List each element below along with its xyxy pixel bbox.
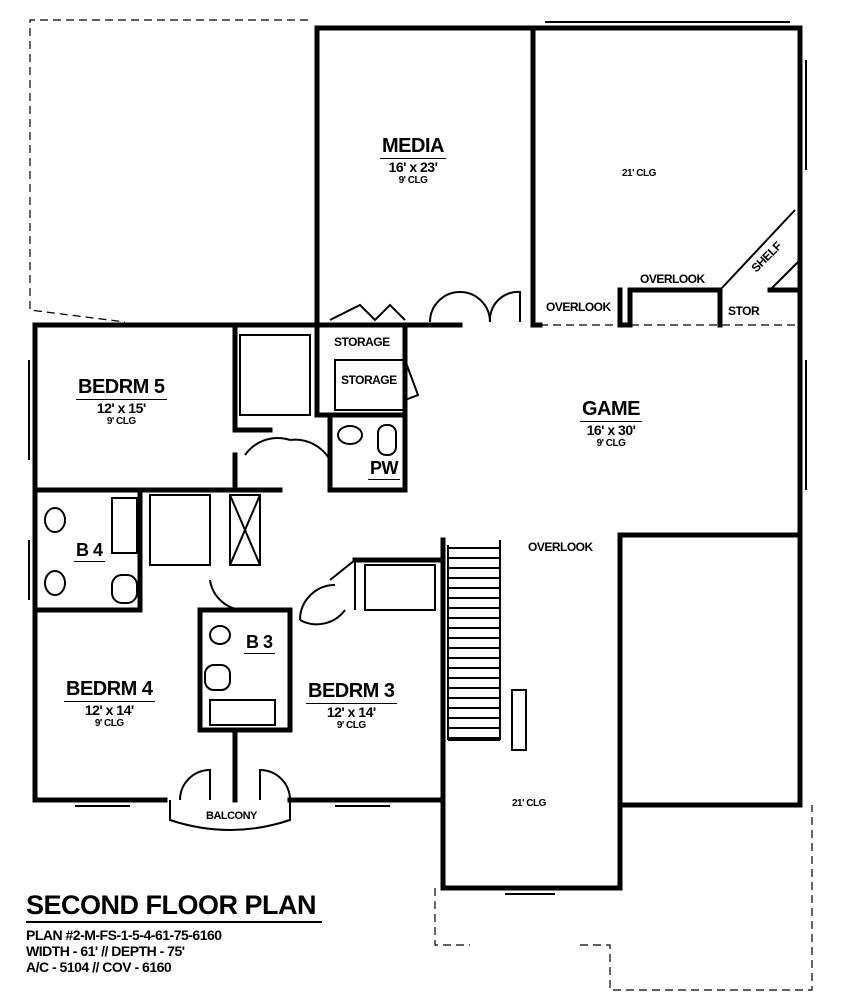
plan-area: A/C - 5104 // COV - 6160 [26,959,172,975]
storage-label-2: STORAGE [341,373,397,387]
room-ceiling: 9' CLG [596,438,626,449]
plan-title: SECOND FLOOR PLAN [26,890,323,923]
room-size: 12' x 14' [84,702,134,718]
room-name: BEDRM 3 [306,680,397,704]
room-size: 16' x 23' [388,159,438,175]
overlook-label-2: OVERLOOK [640,272,705,286]
room-media: MEDIA 16' x 23' 9' CLG [380,135,446,186]
room-name: GAME [580,398,642,422]
open-above-ceiling: 21' CLG [622,168,656,179]
room-b3: B 3 [244,632,275,654]
exterior-walls [32,25,803,891]
staircase [447,540,527,751]
room-pw: PW [368,458,400,480]
plan-dimensions: WIDTH - 61' // DEPTH - 75' [26,943,185,959]
room-bedrm5: BEDRM 5 12' x 15' 9' CLG [76,376,167,427]
room-name: BEDRM 5 [76,376,167,400]
room-game: GAME 16' x 30' 9' CLG [580,398,642,449]
room-ceiling: 9' CLG [106,416,136,427]
stor-label: STOR [728,304,760,318]
dashed-outline [29,19,813,991]
room-name: BEDRM 4 [64,678,155,702]
balcony-label: BALCONY [206,810,257,822]
interior-walls [32,25,803,803]
plan-number: PLAN #2-M-FS-1-5-4-61-75-6160 [26,927,222,943]
stair-open-ceiling: 21' CLG [512,798,546,809]
room-size: 16' x 30' [586,422,636,438]
room-size: 12' x 15' [96,400,146,416]
room-ceiling: 9' CLG [94,718,124,729]
room-b4: B 4 [74,540,105,562]
fixtures-and-doors [44,209,801,831]
overlook-label-3: OVERLOOK [528,540,593,554]
overlook-label-1: OVERLOOK [546,300,611,314]
room-size: 12' x 14' [326,704,376,720]
windows [28,21,807,895]
room-bedrm3: BEDRM 3 12' x 14' 9' CLG [306,680,397,731]
room-ceiling: 9' CLG [336,720,366,731]
storage-label-1: STORAGE [334,335,390,349]
room-ceiling: 9' CLG [398,175,428,186]
room-bedrm4: BEDRM 4 12' x 14' 9' CLG [64,678,155,729]
stair-part [511,689,527,751]
room-name: MEDIA [380,135,446,159]
